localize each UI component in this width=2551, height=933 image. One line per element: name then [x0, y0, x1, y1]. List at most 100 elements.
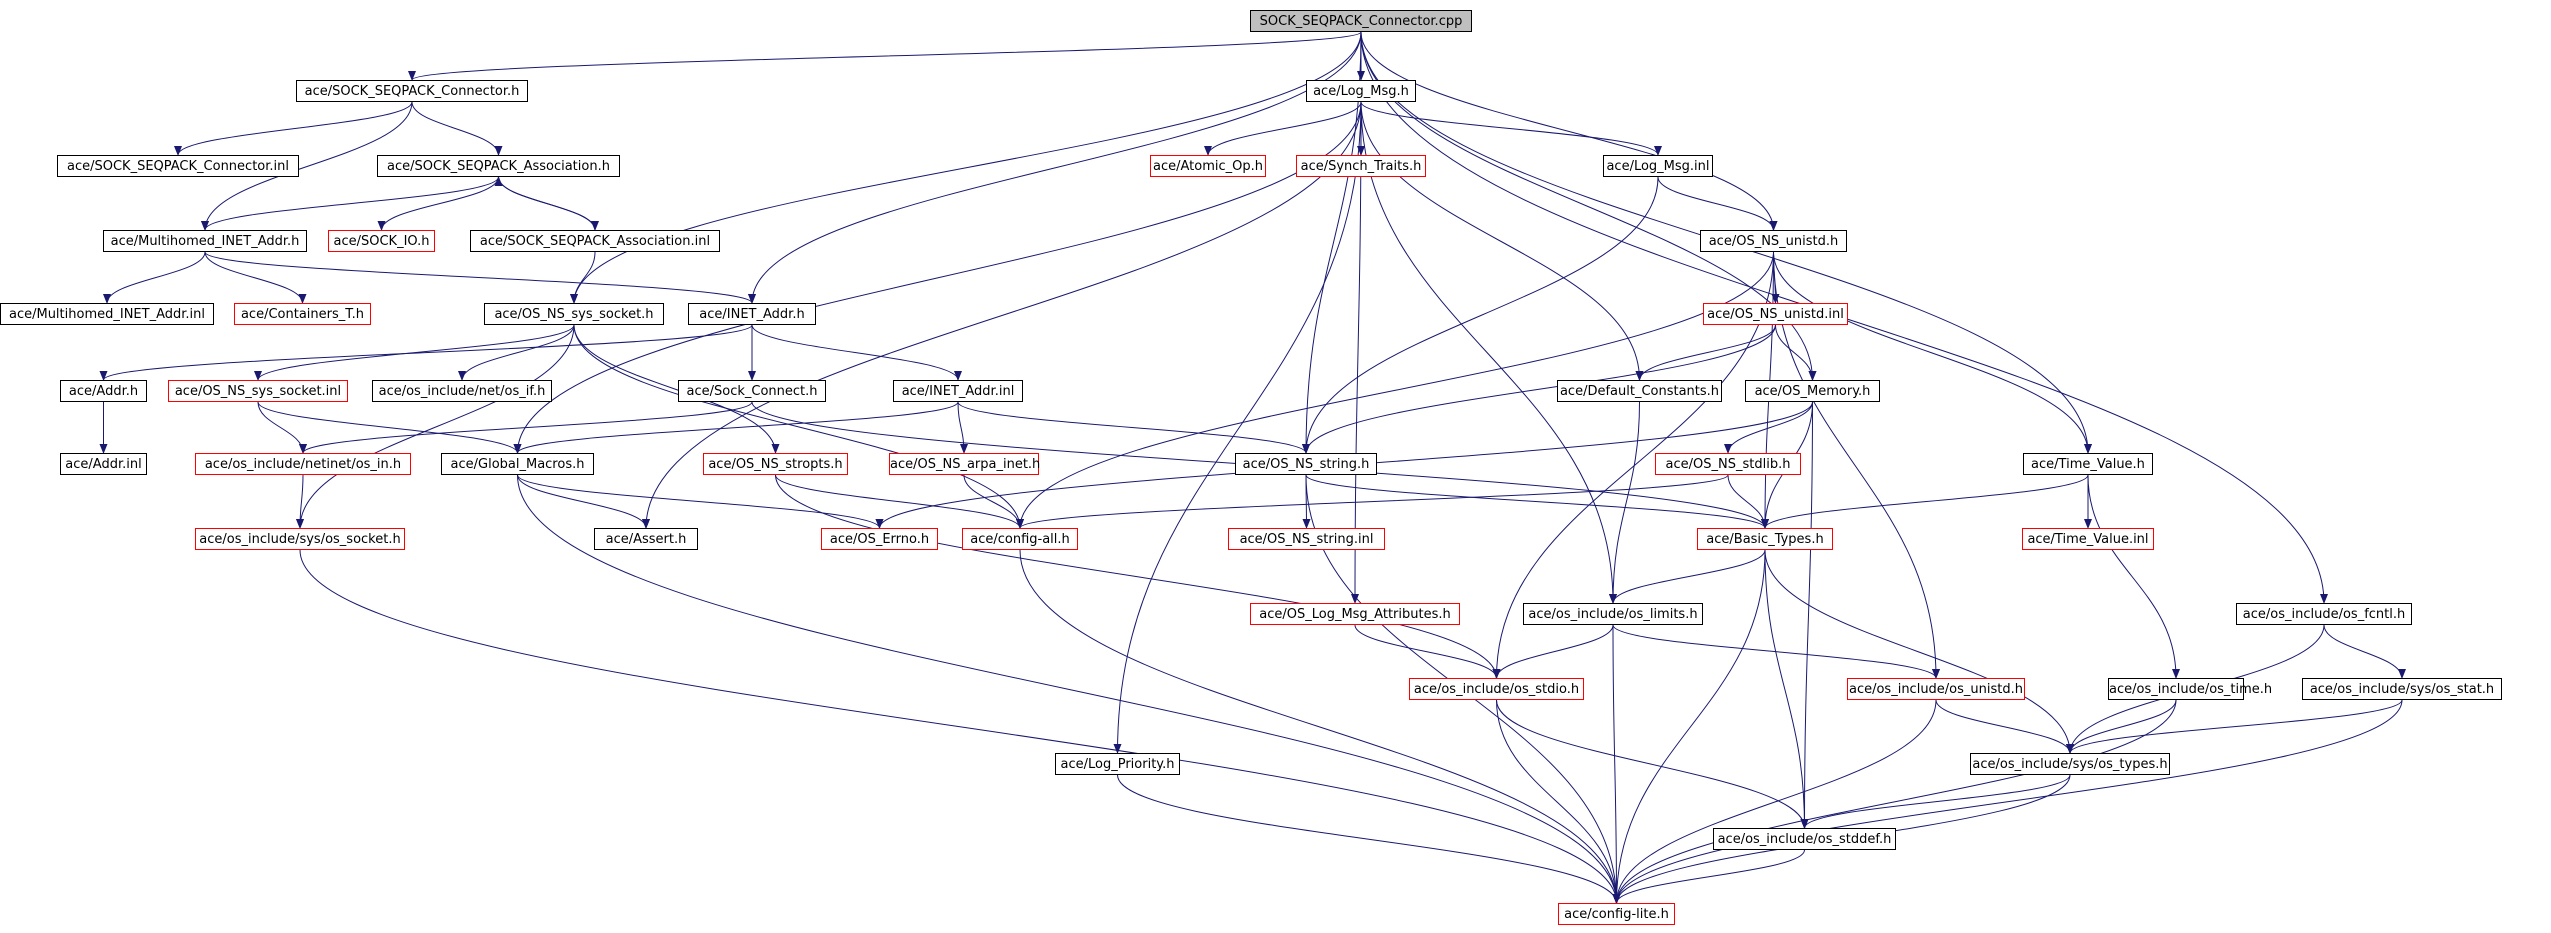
node-os-ns-unistd-inl: ace/OS_NS_unistd.inl — [1703, 303, 1848, 325]
edge-os-ns-sys-socket-h-to-os-if-h — [458, 324, 575, 381]
node-os-ns-string-inl: ace/OS_NS_string.inl — [1228, 528, 1385, 550]
edge-log-msg-inl-to-os-ns-unistd-h — [1657, 176, 1778, 231]
edge-log-msg-h-to-os-limits-h — [1360, 101, 1617, 604]
edge-os-time-h-to-os-types-h — [2066, 699, 2177, 754]
node-os-socket-h: ace/os_include/sys/os_socket.h — [195, 528, 405, 550]
edge-connector-h-to-association-h — [411, 101, 503, 156]
node-assert-h[interactable]: ace/Assert.h — [594, 528, 698, 550]
edge-multihomed-h-to-multihomed-inl — [103, 251, 206, 304]
edge-root-to-connector-h — [408, 31, 1362, 81]
node-os-stdio-h: ace/os_include/os_stdio.h — [1409, 678, 1584, 700]
node-inet-addr-h[interactable]: ace/INET_Addr.h — [688, 303, 816, 325]
edge-os-stdio-h-to-os-stddef-h — [1496, 699, 1809, 829]
edge-config-all-h-to-config-lite-h — [1019, 549, 1621, 904]
node-os-time-h[interactable]: ace/os_include/os_time.h — [2108, 678, 2272, 700]
edge-default-constants-h-to-os-limits-h — [1609, 401, 1640, 604]
edge-global-macros-h-to-os-errno-h — [517, 474, 884, 529]
edge-basic-types-h-to-config-lite-h — [1612, 549, 1766, 904]
edge-os-limits-h-to-config-lite-h — [1612, 624, 1621, 904]
node-os-ns-arpa-inet-h: ace/OS_NS_arpa_inet.h — [889, 453, 1040, 475]
node-multihomed-inet-addr-h[interactable]: ace/Multihomed_INET_Addr.h — [103, 230, 307, 252]
node-os-ns-stropts-h: ace/OS_NS_stropts.h — [703, 453, 848, 475]
node-os-errno-h: ace/OS_Errno.h — [821, 528, 938, 550]
node-config-all-h: ace/config-all.h — [962, 528, 1078, 550]
node-os-if-h[interactable]: ace/os_include/net/os_if.h — [372, 380, 552, 402]
node-sock-seqpack-connector-h[interactable]: ace/SOCK_SEQPACK_Connector.h — [296, 80, 528, 102]
node-multihomed-inet-addr-inl[interactable]: ace/Multihomed_INET_Addr.inl — [0, 303, 214, 325]
edge-log-msg-h-to-log-msg-inl — [1360, 101, 1662, 156]
edge-log-priority-h-to-config-lite-h — [1117, 774, 1621, 904]
edge-os-in-h-to-os-socket-h — [296, 474, 305, 529]
edge-basic-types-h-to-os-stddef-h — [1764, 549, 1809, 829]
node-os-ns-sys-socket-inl: ace/OS_NS_sys_socket.inl — [168, 380, 348, 402]
node-log-priority-h[interactable]: ace/Log_Priority.h — [1055, 753, 1180, 775]
edge-basic-types-h-to-os-limits-h — [1609, 549, 1766, 604]
node-os-ns-sys-socket-h[interactable]: ace/OS_NS_sys_socket.h — [484, 303, 664, 325]
node-inet-addr-inl[interactable]: ace/INET_Addr.inl — [893, 380, 1023, 402]
edge-os-ns-sys-socket-h-to-os-ns-stropts-h — [573, 324, 780, 454]
node-os-fcntl-h[interactable]: ace/os_include/os_fcntl.h — [2236, 603, 2412, 625]
edge-os-ns-sys-socket-h-to-config-all-h — [573, 324, 1024, 529]
node-log-msg-inl[interactable]: ace/Log_Msg.inl — [1603, 155, 1713, 177]
edge-os-unistd-h-to-config-lite-h — [1612, 699, 1937, 904]
node-default-constants-h[interactable]: ace/Default_Constants.h — [1557, 380, 1722, 402]
edge-os-stat-h-to-os-types-h — [2066, 699, 2403, 754]
edge-log-msg-h-to-atomic-op-h — [1204, 101, 1362, 156]
edge-os-stat-h-to-config-lite-h — [1612, 699, 2403, 904]
edge-log-msg-inl-to-os-ns-string-h — [1302, 176, 1659, 454]
edge-multihomed-h-to-containers-t-h — [204, 251, 307, 304]
edge-time-value-h-to-basic-types-h — [1761, 474, 2089, 529]
edge-association-inl-to-os-ns-sys-socket-h — [570, 251, 596, 304]
edge-os-unistd-h-to-os-types-h — [1935, 699, 2074, 754]
edge-os-memory-h-to-os-stddef-h — [1800, 401, 1813, 829]
node-sock-seqpack-association-h[interactable]: ace/SOCK_SEQPACK_Association.h — [377, 155, 620, 177]
node-os-stat-h[interactable]: ace/os_include/sys/os_stat.h — [2302, 678, 2502, 700]
edge-time-value-h-to-os-time-h — [2087, 474, 2180, 679]
edge-os-ns-string-h-to-basic-types-h — [1305, 474, 1769, 529]
edge-os-log-msg-attributes-h-to-os-stdio-h — [1354, 624, 1501, 679]
edge-inet-addr-inl-to-global-macros-h — [513, 401, 959, 454]
edge-os-ns-unistd-h-to-config-all-h — [1016, 251, 1774, 529]
edge-os-ns-sys-socket-inl-to-global-macros-h — [257, 401, 522, 454]
edge-os-ns-unistd-inl-to-os-ns-string-h — [1302, 324, 1776, 454]
edge-association-h-to-multihomed-h — [201, 176, 499, 231]
edge-root-to-os-ns-string-h — [1302, 31, 1362, 454]
edge-os-stddef-h-to-config-lite-h — [1612, 849, 1805, 904]
node-global-macros-h[interactable]: ace/Global_Macros.h — [441, 453, 594, 475]
node-os-log-msg-attributes-h: ace/OS_Log_Msg_Attributes.h — [1250, 603, 1460, 625]
node-os-in-h: ace/os_include/netinet/os_in.h — [195, 453, 411, 475]
edge-log-msg-h-to-os-log-msg-attributes-h — [1351, 101, 1362, 604]
node-sock-seqpack-association-inl[interactable]: ace/SOCK_SEQPACK_Association.inl — [470, 230, 720, 252]
root-file-node: SOCK_SEQPACK_Connector.cpp — [1250, 10, 1472, 32]
edge-os-ns-stdlib-h-to-config-all-h — [1016, 474, 1729, 529]
node-log-msg-h[interactable]: ace/Log_Msg.h — [1306, 80, 1416, 102]
edge-sock-connect-h-to-os-in-h — [299, 401, 753, 454]
edge-root-to-inet-addr-h — [748, 31, 1362, 304]
node-os-stddef-h[interactable]: ace/os_include/os_stddef.h — [1713, 828, 1896, 850]
node-os-types-h[interactable]: ace/os_include/sys/os_types.h — [1970, 753, 2170, 775]
node-os-ns-stdlib-h: ace/OS_NS_stdlib.h — [1655, 453, 1801, 475]
node-os-ns-string-h[interactable]: ace/OS_NS_string.h — [1235, 453, 1377, 475]
edge-connector-h-to-connector-inl — [174, 101, 413, 156]
node-os-memory-h[interactable]: ace/OS_Memory.h — [1745, 380, 1880, 402]
edge-os-ns-unistd-h-to-time-value-h — [1773, 251, 2092, 454]
edge-global-macros-h-to-config-lite-h — [517, 474, 1621, 904]
edge-os-types-h-to-os-stddef-h — [1800, 774, 2071, 829]
node-time-value-h[interactable]: ace/Time_Value.h — [2023, 453, 2153, 475]
node-addr-h[interactable]: ace/Addr.h — [60, 380, 147, 402]
edge-global-macros-h-to-assert-h — [517, 474, 650, 529]
edge-connector-h-to-multihomed-h — [201, 101, 413, 231]
edge-inet-addr-inl-to-os-ns-arpa-inet-h — [957, 401, 968, 454]
edge-association-h-to-sock-io-h — [377, 176, 499, 231]
node-addr-inl[interactable]: ace/Addr.inl — [60, 453, 147, 475]
edge-log-msg-h-to-log-priority-h — [1113, 101, 1362, 754]
node-os-limits-h[interactable]: ace/os_include/os_limits.h — [1523, 603, 1703, 625]
node-sock-connect-h[interactable]: ace/Sock_Connect.h — [678, 380, 826, 402]
node-sock-seqpack-connector-inl[interactable]: ace/SOCK_SEQPACK_Connector.inl — [57, 155, 299, 177]
node-os-ns-unistd-h[interactable]: ace/OS_NS_unistd.h — [1700, 230, 1847, 252]
node-synch-traits-h: ace/Synch_Traits.h — [1296, 155, 1426, 177]
node-atomic-op-h: ace/Atomic_Op.h — [1150, 155, 1266, 177]
edge-os-ns-stropts-h-to-os-stdio-h — [775, 474, 1501, 679]
edge-os-ns-sys-socket-h-to-os-socket-h — [296, 324, 575, 529]
edge-os-fcntl-h-to-os-stat-h — [2323, 624, 2406, 679]
